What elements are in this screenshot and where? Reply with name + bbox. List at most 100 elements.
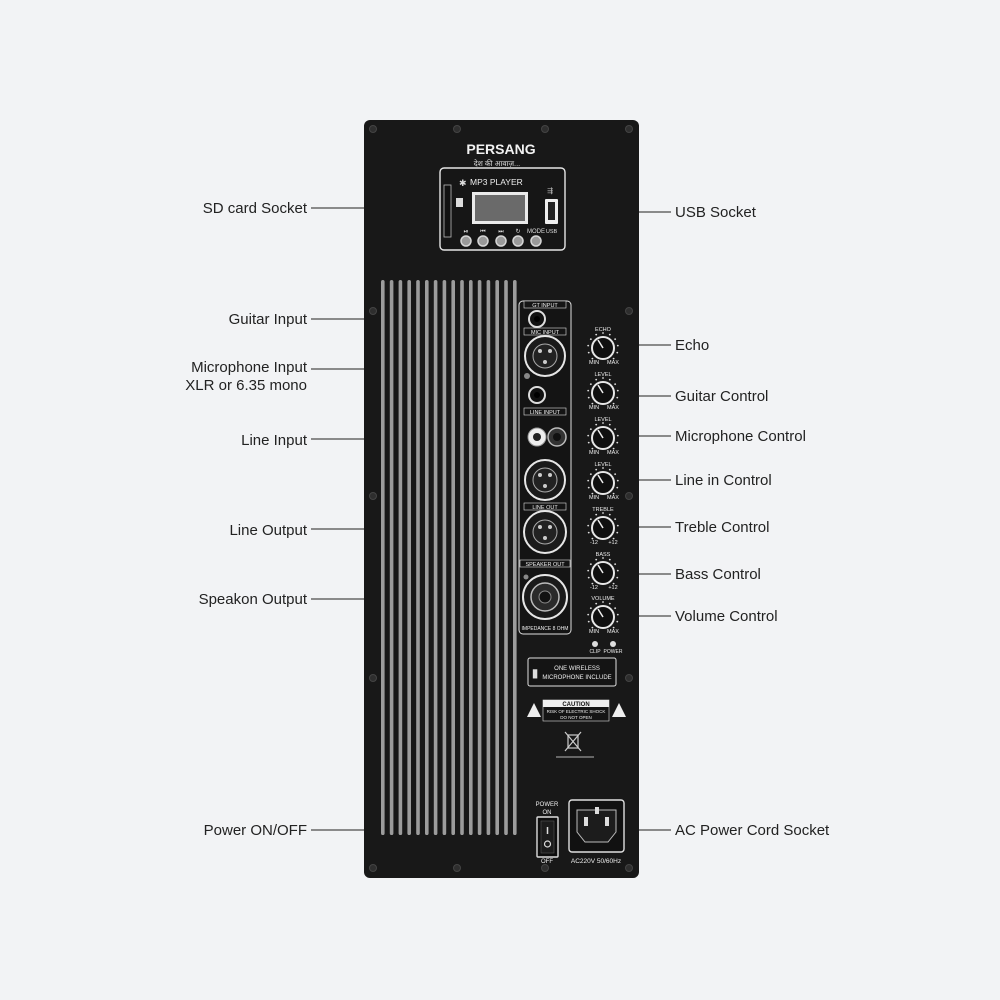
knob-min-label: MIN [589, 360, 599, 366]
screw-icon [625, 125, 633, 133]
knob-max-label: MAX [607, 495, 619, 501]
next-icon: ⏭ [498, 229, 504, 235]
knob-top-label: VOLUME [591, 596, 615, 602]
play-pause-button[interactable] [460, 235, 472, 247]
callout-sd-card-socket: SD card Socket [202, 200, 307, 217]
knob-pointer [597, 429, 604, 439]
callout-microphone-control: Microphone Control [675, 428, 806, 445]
previous-icon: ⏮ [480, 229, 486, 235]
knob-top-label: LEVEL [594, 372, 611, 378]
callout-ac-power-cord-socket: AC Power Cord Socket [675, 822, 830, 839]
gt-input-label: GT INPUT [532, 303, 558, 309]
mic-input-label: MIC INPUT [531, 330, 560, 336]
ac-rating-label: AC220V 50/60Hz [571, 858, 621, 865]
leader-line-in-control [612, 479, 671, 481]
knob-top-label: LEVEL [594, 417, 611, 423]
previous-button[interactable] [477, 235, 489, 247]
usb-label: USB [546, 229, 558, 235]
heat-sink-fin [398, 280, 403, 835]
impedance-label: IMPEDANCE 8 OHM [522, 626, 569, 632]
heat-sink-fin [381, 280, 385, 835]
knob-min-label: MIN [589, 405, 599, 411]
knob-pointer [597, 339, 604, 349]
indicators: CLIP POWER [589, 641, 623, 655]
screw-icon [369, 492, 377, 500]
knob-pointer [597, 519, 604, 529]
callout-volume-control: Volume Control [675, 608, 778, 625]
callout-bass-control: Bass Control [675, 566, 761, 583]
screw-icon [625, 674, 633, 682]
callout-line-in-control: Line in Control [675, 472, 772, 489]
leader-echo [612, 344, 671, 346]
wireless-mic-badge: ▮ ONE WIRELESS MICROPHONE INCLUDE [527, 657, 617, 687]
mic-xlr-combo-jack[interactable] [524, 335, 566, 379]
heat-sink-fin [504, 280, 508, 835]
knob-top-label: LEVEL [594, 462, 611, 468]
power-label: POWER [604, 649, 623, 655]
brand-tagline: देश की आवाज़... [474, 159, 521, 168]
clip-label: CLIP [589, 649, 601, 655]
screw-icon [541, 125, 549, 133]
heat-sink-fin [495, 280, 499, 835]
screw-icon [625, 864, 633, 872]
line-input-label: LINE INPUT [530, 410, 561, 416]
leader-ac-power-socket [610, 829, 671, 831]
knob-min-label: -12 [590, 540, 598, 546]
heat-sink-fin [469, 280, 473, 835]
speakon-output-jack[interactable] [522, 574, 568, 620]
heat-sink-fin [486, 280, 491, 835]
knob-max-label: +12 [608, 540, 617, 546]
sd-card-icon [456, 198, 463, 207]
screw-icon [453, 864, 461, 872]
leader-volume-control [612, 615, 671, 617]
mode-label: MODE [527, 229, 545, 235]
caution-label: CAUTION RISK OF ELECTRIC SHOCK DO NOT OP… [527, 699, 626, 722]
lcd-screen [475, 195, 525, 221]
mode-button[interactable] [530, 235, 542, 247]
exclamation-warning-icon [612, 703, 626, 717]
mp3-player-module: ✱ MP3 PLAYER ⇶ USB ⏯ ⏮ ⏭ ↻ MODE [439, 167, 566, 251]
knob-max-label: MAX [607, 405, 619, 411]
ac-power-inlet[interactable]: AC220V 50/60Hz [568, 799, 625, 865]
knob-top-label: ECHO [595, 327, 612, 333]
callout-power-onoff: Power ON/OFF [203, 822, 307, 839]
power-switch-area: POWER ON OFF [536, 802, 559, 865]
knob-top-label: TREBLE [592, 507, 614, 513]
speaker-out-label: SPEAKER OUT [525, 562, 565, 568]
caution-line-2: DO NOT OPEN [560, 715, 591, 720]
heat-sink-fin [425, 280, 429, 835]
knob-top-label: BASS [596, 552, 611, 558]
screw-icon [625, 492, 633, 500]
screw-icon [453, 125, 461, 133]
brand-name: PERSANG [466, 141, 535, 157]
line-input-rca-jacks[interactable] [527, 427, 567, 447]
callout-speakon-output: Speakon Output [198, 591, 307, 608]
repeat-icon: ↻ [515, 228, 520, 235]
sd-card-slot[interactable] [443, 184, 452, 238]
weee-bin-icon [564, 731, 582, 752]
heat-sink-fin [433, 280, 438, 835]
line-out-label: LINE OUT [532, 505, 558, 511]
heat-sink-fin [460, 280, 464, 835]
xlr-input-jack[interactable] [524, 459, 566, 501]
leader-guitar-control [612, 395, 671, 397]
heat-sink-fin [389, 280, 394, 835]
repeat-button[interactable] [512, 235, 524, 247]
knob-pointer [597, 474, 604, 484]
next-button[interactable] [495, 235, 507, 247]
knob-max-label: MAX [607, 360, 619, 366]
heat-sink-fin [477, 280, 482, 835]
mp3-player-title: MP3 PLAYER [470, 177, 523, 187]
power-on-label: ON [543, 810, 552, 816]
wireless-line-2: MICROPHONE INCLUDE [542, 675, 611, 681]
caution-title: CAUTION [562, 702, 589, 708]
heat-sink-fin [407, 280, 411, 835]
knob-max-label: +12 [608, 585, 617, 591]
heat-sink [381, 280, 517, 835]
io-section: GT INPUT MIC INPUT LINE INPUT LINE OUT [518, 300, 572, 635]
line-out-xlr-jack[interactable] [523, 510, 567, 554]
callout-microphone-input-detail: XLR or 6.35 mono [185, 377, 307, 394]
usb-icon: ⇶ [547, 187, 553, 195]
knob-max-label: MAX [607, 629, 619, 635]
